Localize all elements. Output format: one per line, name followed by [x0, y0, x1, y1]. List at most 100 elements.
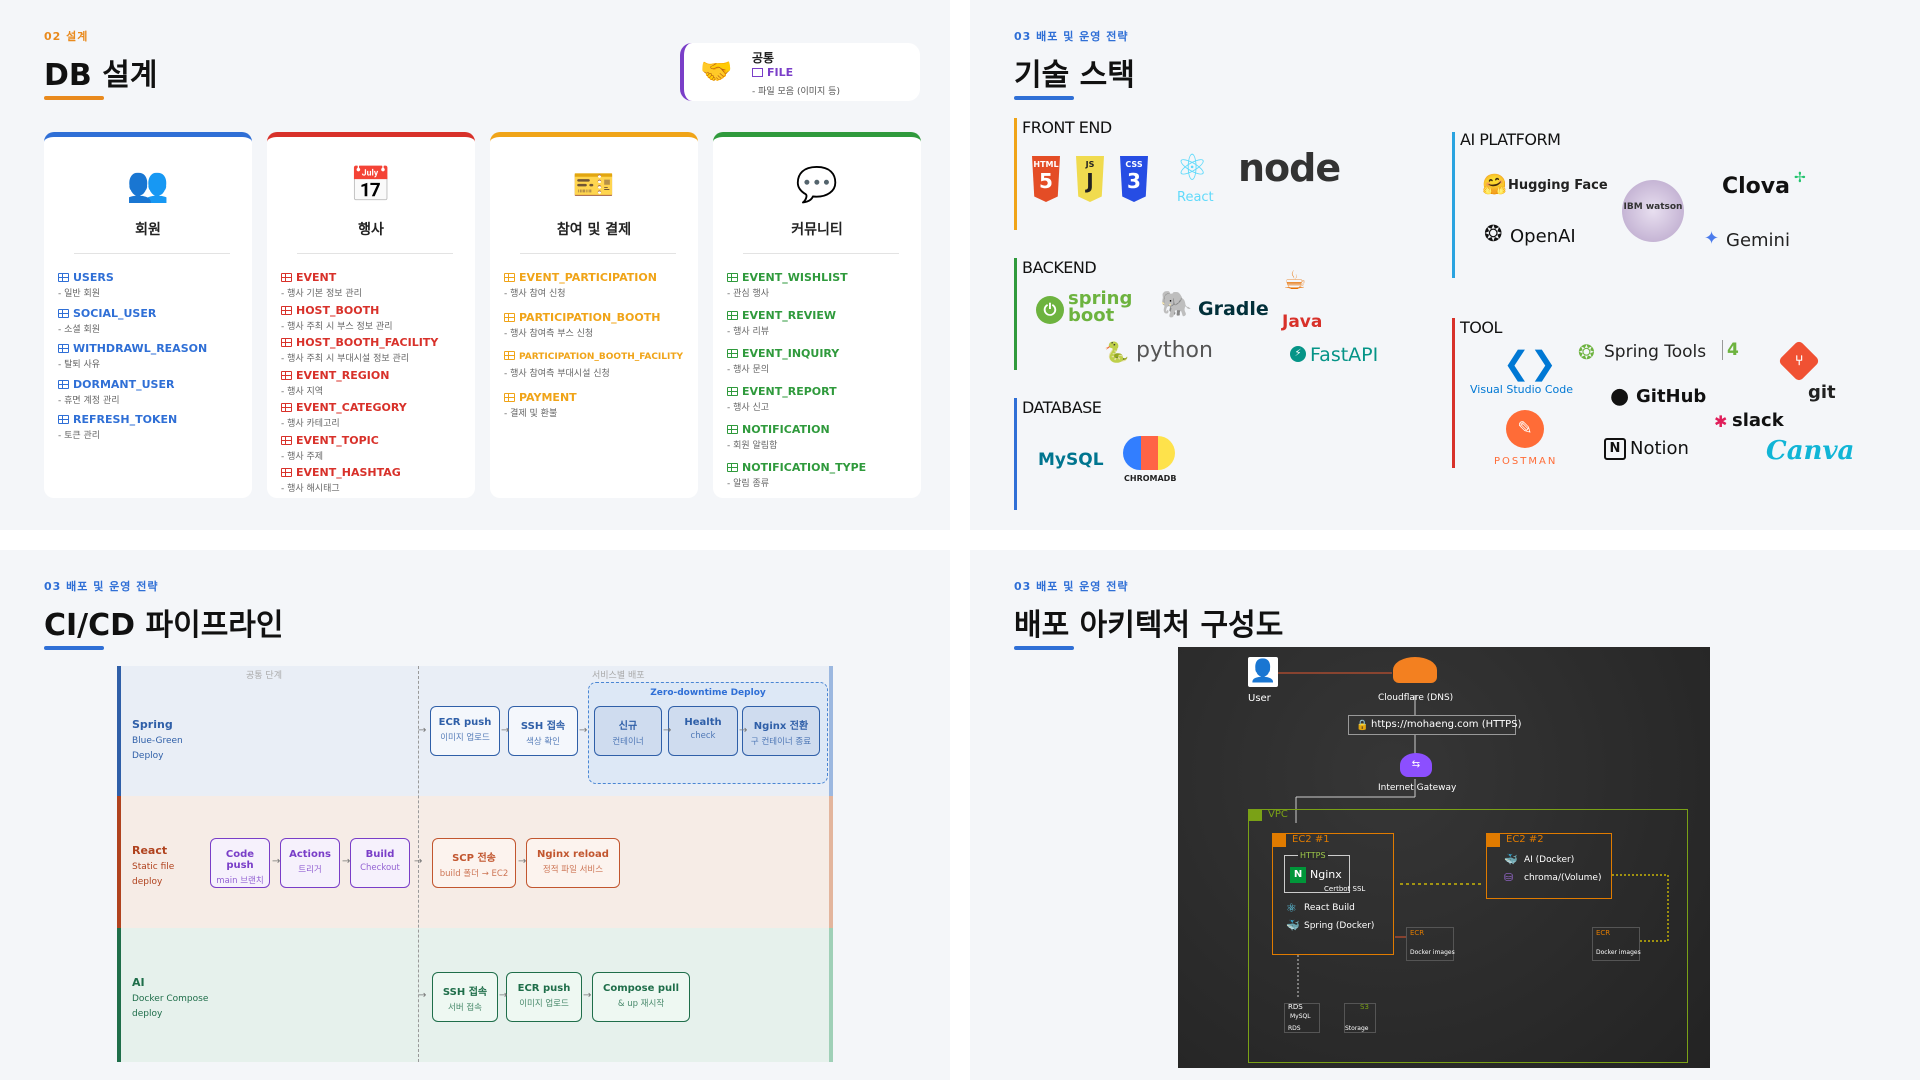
table-icon: [281, 435, 292, 445]
user-icon: 👤: [1248, 657, 1278, 687]
label-ai-docker: AI (Docker): [1524, 855, 1575, 865]
section-label: 03 배포 및 운영 전략: [44, 580, 159, 593]
label-ec2-2: EC2 #2: [1506, 834, 1544, 845]
group-title-database: DATABASE: [1022, 398, 1102, 417]
architecture-diagram: 👤 User Cloudflare (DNS) 🔒 https://mohaen…: [1178, 647, 1710, 1068]
notion-logo: Notion: [1630, 438, 1689, 459]
group-title-frontend: FRONT END: [1022, 118, 1112, 137]
table-desc: - 행사 기본 정보 관리: [281, 289, 362, 299]
gradle-elephant-icon: 🐘: [1160, 290, 1193, 320]
table-name: EVENT_WISHLIST: [727, 271, 848, 284]
github-logo: GitHub: [1636, 386, 1707, 407]
common-table-desc: - 파일 모음 (이미지 등): [752, 87, 840, 97]
ibm-watson-logo: IBM watson: [1622, 180, 1684, 242]
group-title-tool: TOOL: [1460, 318, 1502, 337]
hugging-face-logo: Hugging Face: [1508, 178, 1608, 193]
table-icon: [504, 273, 515, 282]
table-name: HOST_BOOTH: [281, 304, 379, 317]
zero-downtime-label: Zero-downtime Deploy: [650, 688, 766, 698]
table-icon: [58, 344, 69, 353]
docker-icon: 🐳: [1286, 919, 1300, 932]
s3-box: [1344, 1003, 1376, 1033]
title-underline: [1014, 96, 1074, 100]
table-icon: [727, 425, 738, 434]
group-title-ai: AI PLATFORM: [1460, 130, 1561, 149]
mysql-logo: MySQL: [1038, 450, 1104, 470]
label-user: User: [1248, 693, 1271, 704]
label-cloudflare: Cloudflare (DNS): [1378, 693, 1454, 703]
table-desc: - 휴면 계정 관리: [58, 395, 120, 406]
fastapi-logo: FastAPI: [1310, 344, 1379, 366]
group-title-backend: BACKEND: [1022, 258, 1097, 277]
vpc-boundary: [1248, 809, 1688, 1063]
ecr-box-2: [1592, 927, 1640, 961]
section-label: 02 설계: [44, 30, 89, 43]
group-tool: [1452, 318, 1455, 468]
table-name: EVENT_HASHTAG: [281, 466, 401, 479]
table-name: EVENT_TOPIC: [281, 434, 379, 447]
label-s3: S3: [1360, 1003, 1369, 1011]
url-bar: [1348, 715, 1516, 735]
slide-cicd: 03 배포 및 운영 전략 CI/CD 파이프라인 공통 단계 서비스별 배포 …: [0, 550, 950, 1080]
table-icon: [58, 308, 69, 318]
table-name: EVENT_REPORT: [727, 385, 837, 398]
hugging-face-icon: 🤗: [1482, 172, 1507, 196]
table-icon: [58, 273, 69, 282]
react-atom-icon: ⚛: [1176, 148, 1209, 189]
arrow-icon: →: [272, 856, 281, 867]
title-underline: [44, 96, 104, 100]
title-underline: [44, 646, 104, 650]
label-spring-docker: Spring (Docker): [1304, 921, 1375, 931]
divider: [743, 253, 899, 254]
table-desc: - 행사 문의: [727, 365, 770, 375]
table-desc: - 행사 참여측 부대시설 신청: [504, 369, 610, 379]
nodejs-logo: node: [1238, 146, 1341, 190]
canva-logo: Canva: [1766, 436, 1855, 466]
label-ec2-1: EC2 #1: [1292, 834, 1330, 845]
lane-title-react: React: [132, 844, 168, 857]
rds-box: [1284, 1003, 1320, 1033]
section-label: 03 배포 및 운영 전략: [1014, 30, 1129, 43]
internet-gateway-icon: ⇆: [1400, 753, 1432, 777]
gradle-logo: Gradle: [1198, 298, 1269, 320]
table-desc: - 일반 회원: [58, 289, 101, 299]
table-icon: [504, 351, 515, 360]
arrow-icon: →: [418, 990, 427, 1001]
slack-logo: slack: [1732, 410, 1784, 431]
table-icon: [504, 313, 515, 322]
table-desc: - 행사 지역: [281, 386, 324, 397]
table-icon: [281, 370, 292, 380]
db-column-title: 회원: [135, 222, 161, 238]
java-cup-icon: ☕: [1283, 266, 1307, 296]
db-column-title: 참여 및 결제: [556, 222, 632, 238]
table-desc: - 행사 카테고리: [281, 419, 340, 429]
divider: [297, 253, 453, 254]
table-icon: [727, 463, 738, 472]
react-icon: ⚛: [1286, 901, 1297, 915]
page-title: 기술 스택: [1014, 58, 1135, 93]
arrow-icon: →: [518, 856, 527, 867]
group-backend: [1014, 258, 1017, 370]
spring-tools-icon: ❂: [1578, 340, 1595, 364]
table-icon: [58, 415, 69, 424]
table-name: REFRESH_TOKEN: [58, 413, 177, 426]
divider: [74, 253, 230, 254]
table-name: HOST_BOOTH_FACILITY: [281, 336, 438, 349]
group-ai-platform: [1452, 132, 1455, 278]
table-name: EVENT_PARTICIPATION: [504, 271, 657, 284]
openai-knot-icon: ❂: [1484, 222, 1503, 247]
page-title: DB 설계: [44, 58, 158, 93]
spring-tools-version: 4: [1722, 340, 1739, 360]
table-icon: [727, 349, 738, 358]
stage-label-common: 공통 단계: [246, 671, 282, 681]
